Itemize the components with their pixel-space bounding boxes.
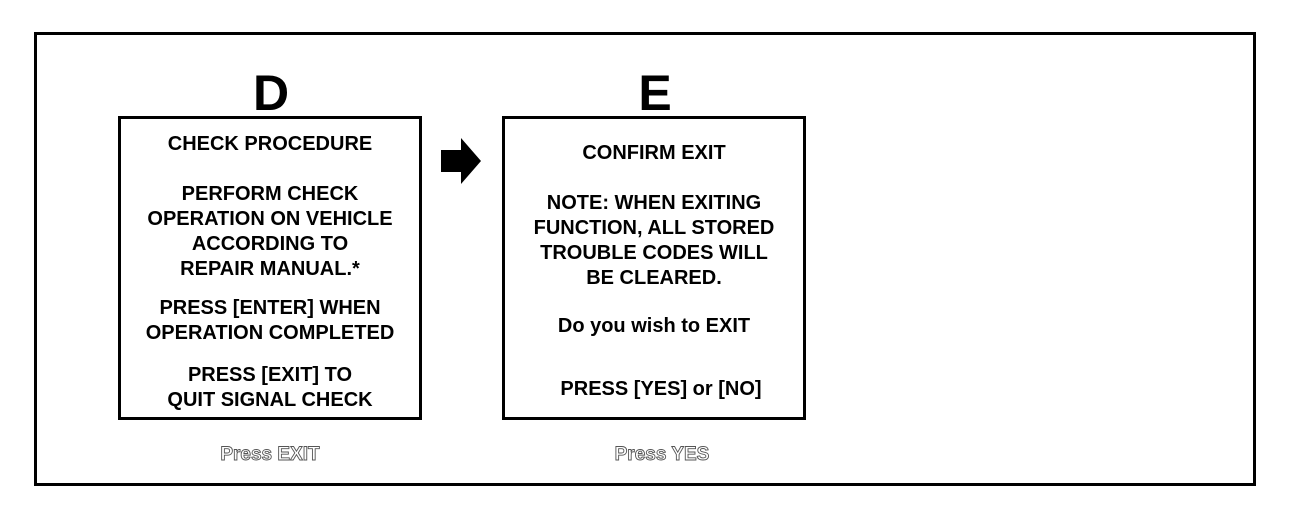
screen-panel-d: CHECK PROCEDURE PERFORM CHECK OPERATION … [118, 116, 422, 420]
panel-e-prompt: PRESS [YES] or [NO] [560, 378, 762, 400]
panel-e-question: Do you wish to EXIT [557, 315, 751, 337]
panel-d-body-line-4: REPAIR MANUAL.* [180, 258, 360, 280]
panel-d-title: CHECK PROCEDURE [167, 133, 373, 155]
right-arrow-icon [441, 138, 481, 184]
step-letter-e: E [638, 65, 672, 121]
panel-d-instruction-line-2: OPERATION COMPLETED [145, 322, 395, 344]
diagram-frame [34, 32, 1256, 486]
panel-e-note-line-2: FUNCTION, ALL STORED [533, 217, 775, 239]
panel-d-body-line-1: PERFORM CHECK [181, 183, 359, 205]
panel-e-note-line-3: TROUBLE CODES WILL [540, 242, 768, 264]
panel-e-note-line-4: BE CLEARED. [586, 267, 722, 289]
panel-d-instruction-line-1: PRESS [ENTER] WHEN [159, 297, 381, 319]
panel-e-caption: Press YES [614, 444, 710, 466]
panel-e-title: CONFIRM EXIT [582, 142, 726, 164]
step-letter-d: D [252, 65, 290, 121]
panel-d-quit-line-2: QUIT SIGNAL CHECK [167, 389, 373, 411]
screen-panel-e: CONFIRM EXIT NOTE: WHEN EXITING FUNCTION… [502, 116, 806, 420]
panel-d-caption: Press EXIT [220, 444, 320, 466]
panel-d-body-line-3: ACCORDING TO [191, 233, 349, 255]
panel-d-body-line-2: OPERATION ON VEHICLE [147, 208, 393, 230]
panel-d-quit-line-1: PRESS [EXIT] TO [187, 364, 353, 386]
panel-e-note-line-1: NOTE: WHEN EXITING [546, 192, 762, 214]
